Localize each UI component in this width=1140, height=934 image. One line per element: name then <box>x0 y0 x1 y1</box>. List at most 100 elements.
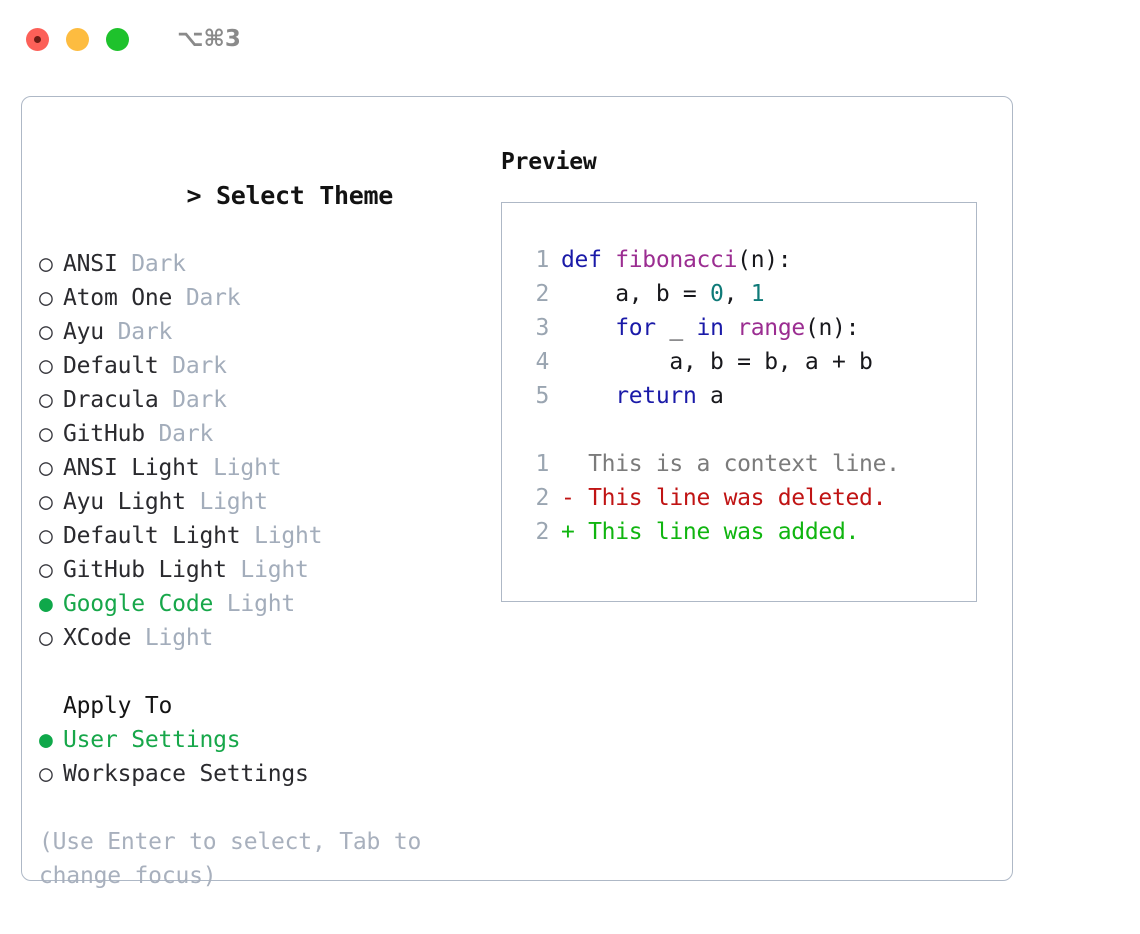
line-number: 2 <box>535 519 549 545</box>
theme-option-label: Atom One <box>63 285 173 311</box>
radio-unselected-icon[interactable]: ○ <box>39 387 53 413</box>
diff-line-text: This is a context line. <box>561 451 900 477</box>
code-diff-spacer <box>502 413 976 447</box>
apply-to-option-label: Workspace Settings <box>63 761 309 787</box>
list-spacer <box>39 655 509 689</box>
theme-option-kind-badge: Dark <box>103 319 173 345</box>
theme-option-kind-badge: Light <box>226 557 309 583</box>
radio-unselected-icon[interactable]: ○ <box>39 251 53 277</box>
line-number: 5 <box>535 383 549 409</box>
close-window-icon[interactable] <box>26 27 49 51</box>
theme-option-ayu[interactable]: ○ Ayu Dark <box>39 315 509 349</box>
code-line: 2 a, b = 0, 1 <box>502 277 976 311</box>
preview-heading: Preview <box>501 149 597 175</box>
keyboard-shortcut-label: ⌥⌘3 <box>177 26 241 52</box>
apply-to-option-workspace-settings[interactable]: ○ Workspace Settings <box>39 757 509 791</box>
theme-option-kind-badge: Light <box>240 523 323 549</box>
theme-option-kind-badge: Dark <box>158 387 227 413</box>
theme-option-default-light[interactable]: ○ Default Light Light <box>39 519 509 553</box>
traffic-light-buttons <box>26 27 129 51</box>
code-line: 4 a, b = b, a + b <box>502 345 976 379</box>
select-theme-heading: > Select Theme <box>39 145 509 247</box>
code-token-pln: , <box>723 281 751 307</box>
theme-option-label: Google Code <box>63 591 214 617</box>
theme-option-default[interactable]: ○ Default Dark <box>39 349 509 383</box>
radio-selected-icon[interactable]: ● <box>39 591 53 617</box>
prompt-marker-icon: > <box>186 181 202 210</box>
theme-option-kind-badge: Light <box>185 489 268 515</box>
code-token-pln: a, b = b, a + b <box>561 349 873 375</box>
code-token-pln <box>561 315 615 341</box>
theme-option-xcode[interactable]: ○ XCode Light <box>39 621 509 655</box>
code-token-fn: fibonacci <box>615 247 738 273</box>
line-number: 2 <box>535 281 549 307</box>
theme-option-kind-badge: Dark <box>144 421 214 447</box>
theme-option-label: Default <box>63 353 159 379</box>
theme-option-ayu-light[interactable]: ○ Ayu Light Light <box>39 485 509 519</box>
radio-selected-icon[interactable]: ● <box>39 727 53 753</box>
diff-line-del: 2- This line was deleted. <box>502 481 976 515</box>
code-token-num: 1 <box>750 281 765 307</box>
code-token-pln: a, b = <box>561 281 711 307</box>
theme-option-github[interactable]: ○ GitHub Dark <box>39 417 509 451</box>
line-number: 4 <box>535 349 549 375</box>
line-number: 1 <box>535 451 549 477</box>
apply-to-option-list: ● User Settings ○ Workspace Settings <box>39 723 509 791</box>
diff-line-ctx: 1 This is a context line. <box>502 447 976 481</box>
code-line: 3 for _ in range(n): <box>502 311 976 345</box>
radio-unselected-icon[interactable]: ○ <box>39 625 53 651</box>
line-number: 1 <box>535 247 549 273</box>
radio-unselected-icon[interactable]: ○ <box>39 353 53 379</box>
code-token-pln: (n): <box>737 247 792 273</box>
code-token-num: 0 <box>710 281 724 307</box>
radio-unselected-icon[interactable]: ○ <box>39 489 53 515</box>
theme-option-kind-badge: Light <box>131 625 214 651</box>
theme-option-google-code[interactable]: ● Google Code Light <box>39 587 509 621</box>
select-theme-title: Select Theme <box>216 181 394 210</box>
theme-option-label: ANSI Light <box>63 455 200 481</box>
radio-unselected-icon[interactable]: ○ <box>39 285 53 311</box>
theme-option-kind-badge: Dark <box>158 353 227 379</box>
code-token-pln: a <box>696 383 724 409</box>
line-number: 3 <box>535 315 549 341</box>
theme-option-label: GitHub Light <box>63 557 227 583</box>
diff-line-text: + This line was added. <box>561 519 860 545</box>
theme-option-list: ○ANSI Dark○Atom One Dark○Ayu Dark○Defaul… <box>39 247 509 655</box>
code-token-fn: range <box>737 315 805 341</box>
radio-unselected-icon[interactable]: ○ <box>39 455 53 481</box>
theme-option-github-light[interactable]: ○ GitHub Light Light <box>39 553 509 587</box>
theme-option-kind-badge: Dark <box>117 251 186 277</box>
theme-option-ansi[interactable]: ○ANSI Dark <box>39 247 509 281</box>
theme-option-dracula[interactable]: ○ Dracula Dark <box>39 383 509 417</box>
diff-line-add: 2 + This line was added. <box>502 515 976 549</box>
keyboard-hint-text: (Use Enter to select, Tab to change focu… <box>39 829 435 889</box>
radio-unselected-icon[interactable]: ○ <box>39 523 53 549</box>
theme-option-kind-badge: Light <box>213 591 296 617</box>
theme-option-kind-badge: Dark <box>172 285 241 311</box>
theme-option-label: Ayu Light <box>63 489 186 515</box>
apply-to-option-label: User Settings <box>63 727 241 753</box>
radio-unselected-icon[interactable]: ○ <box>39 761 53 787</box>
radio-unselected-icon[interactable]: ○ <box>39 319 53 345</box>
code-token-kw: return <box>615 383 697 409</box>
maximize-window-icon[interactable] <box>106 27 129 51</box>
radio-unselected-icon[interactable]: ○ <box>39 421 53 447</box>
theme-option-ansi-light[interactable]: ○ANSI Light Light <box>39 451 509 485</box>
theme-option-label: Dracula <box>63 387 159 413</box>
radio-unselected-icon[interactable]: ○ <box>39 557 53 583</box>
apply-to-heading: Apply To <box>63 693 173 719</box>
title-bar: ⌥⌘3 <box>0 0 1140 78</box>
theme-option-label: XCode <box>63 625 132 651</box>
theme-option-label: Default Light <box>63 523 241 549</box>
theme-option-atom-one[interactable]: ○ Atom One Dark <box>39 281 509 315</box>
theme-picker-column: > Select Theme ○ANSI Dark○Atom One Dark○… <box>39 145 509 893</box>
theme-option-label: GitHub <box>63 421 145 447</box>
minimize-window-icon[interactable] <box>66 27 89 51</box>
diff-line-text: - This line was deleted. <box>561 485 887 511</box>
apply-to-option-user-settings[interactable]: ● User Settings <box>39 723 509 757</box>
theme-option-label: Ayu <box>63 319 104 345</box>
